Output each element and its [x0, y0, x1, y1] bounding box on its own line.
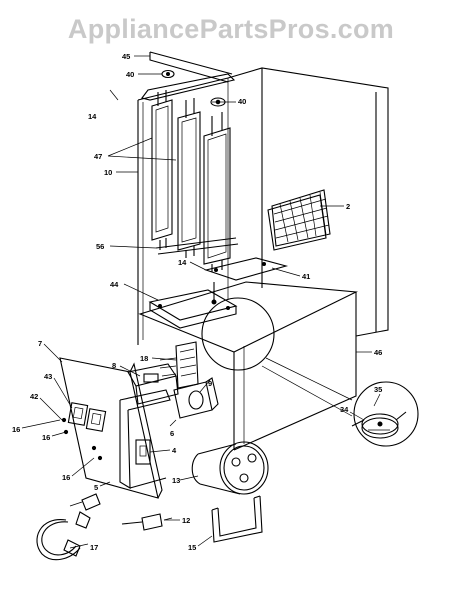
- callout-14: 14: [178, 258, 187, 267]
- callout-labels: 45 40 40 14 47 10 2 56 14 41 44 46 7 18 …: [12, 52, 382, 552]
- leader-lines: [21, 55, 381, 549]
- callout-14: 14: [88, 112, 97, 121]
- callout-9: 9: [208, 379, 212, 388]
- motor-bracket: [211, 495, 263, 543]
- callout-18: 18: [140, 354, 148, 363]
- callout-43: 43: [44, 372, 52, 381]
- control-panel: [59, 357, 163, 499]
- callout-4: 4: [172, 446, 177, 455]
- callout-46: 46: [374, 348, 382, 357]
- callout-16: 16: [42, 433, 50, 442]
- callout-16: 16: [12, 425, 20, 434]
- callout-12: 12: [182, 516, 190, 525]
- callout-42: 42: [30, 392, 38, 401]
- mesh-filter: [267, 189, 331, 251]
- callout-34: 34: [340, 405, 349, 414]
- heater-elements: [151, 90, 239, 272]
- callout-2: 2: [346, 202, 350, 211]
- callout-47: 47: [94, 152, 102, 161]
- callout-16: 16: [62, 473, 70, 482]
- callout-8: 8: [112, 361, 116, 370]
- callout-6: 6: [170, 429, 174, 438]
- callout-44: 44: [110, 280, 119, 289]
- callout-41: 41: [302, 272, 310, 281]
- blower-motor: [191, 441, 269, 495]
- watermark-text: AppliancePartsPros.com: [67, 14, 395, 44]
- callout-7: 7: [38, 339, 42, 348]
- callout-13: 13: [172, 476, 180, 485]
- main-housing: [138, 281, 358, 451]
- callout-17: 17: [90, 543, 98, 552]
- sensor-probe: [121, 513, 173, 531]
- callout-45: 45: [122, 52, 130, 61]
- wire-connector: [69, 493, 101, 511]
- callout-5: 5: [94, 483, 98, 492]
- top-bracket: [141, 51, 236, 107]
- power-cord: [36, 511, 91, 561]
- callout-40: 40: [238, 97, 246, 106]
- bottom-plate: [148, 289, 238, 329]
- callout-40: 40: [126, 70, 134, 79]
- cabinet-back-panel: [227, 67, 389, 337]
- callout-56: 56: [96, 242, 104, 251]
- callout-10: 10: [104, 168, 112, 177]
- mount-bracket: [204, 257, 289, 305]
- callout-35: 35: [374, 385, 382, 394]
- callout-15: 15: [188, 543, 196, 552]
- detail-circle: [201, 297, 353, 417]
- thermostat-detail: [351, 381, 419, 447]
- controller-assembly: [127, 363, 219, 419]
